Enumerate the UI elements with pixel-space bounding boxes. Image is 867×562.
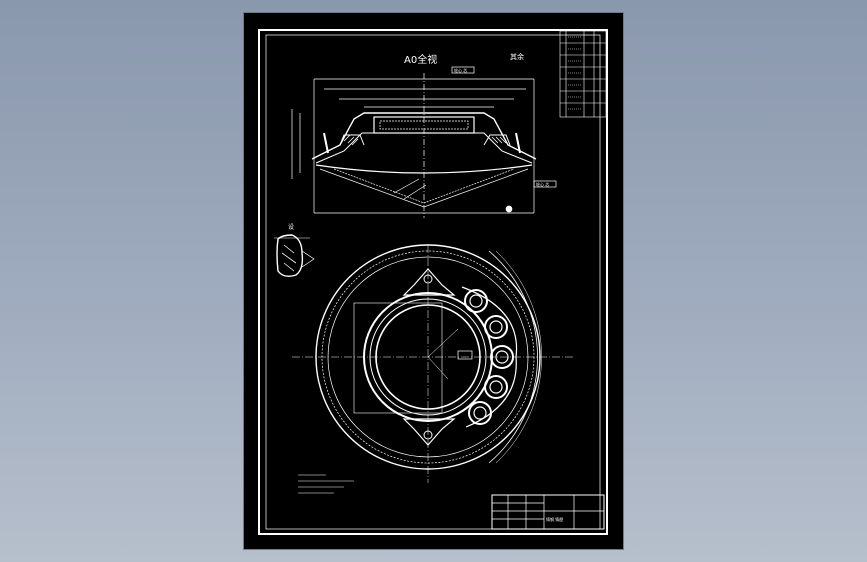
plan-view [292,244,574,483]
drawing-sheet[interactable]: A0全视 其余 轮心 芯 [244,13,623,549]
section-view: A0全视 其余 轮心 芯 [288,52,557,231]
tag-top: 轮心 芯 [454,67,467,73]
drawing-border [258,29,608,535]
section-label: A0全视 [404,53,437,66]
cad-drawing: A0全视 其余 轮心 芯 [258,29,608,535]
detail-view [274,234,315,278]
title-block: 铸钢 铸歷 [491,494,605,530]
view-label: 其余 [510,52,524,61]
inner-border [265,34,601,530]
technical-notes [298,474,354,494]
partial-label: 设 [288,223,294,231]
revision-table [559,30,607,118]
title-block-text: 铸钢 铸歷 [546,516,563,522]
tag-right: 轮心 芯 [536,181,549,187]
